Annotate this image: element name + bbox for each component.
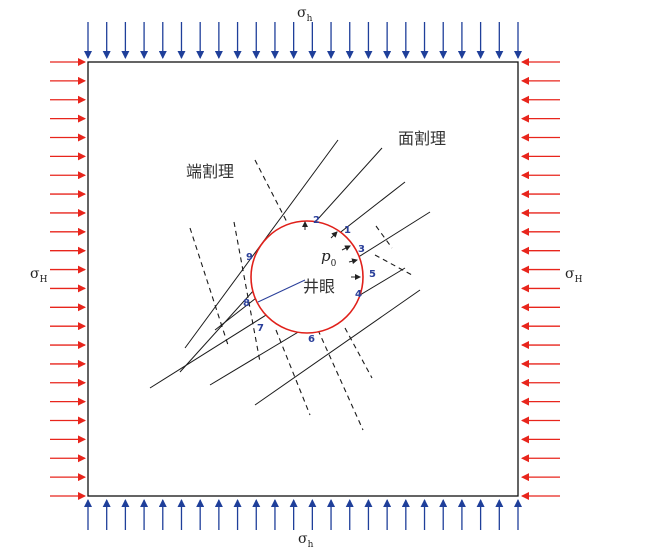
- crack-number-6: 6: [308, 334, 315, 345]
- butt-cleat-label: 端割理: [186, 162, 234, 181]
- sigma-h-bottom-arrows: [84, 499, 522, 530]
- sigma-H-right-label: σH: [565, 266, 583, 285]
- sigma-H-right-arrows: [521, 58, 560, 500]
- crack-number-7: 7: [257, 323, 264, 334]
- pressure-label: p0: [321, 247, 337, 269]
- crack-number-9: 9: [246, 252, 253, 263]
- crack-number-1: 1: [344, 225, 351, 236]
- boundary-square: [87, 61, 519, 497]
- butt-cleat-line: [374, 254, 413, 276]
- sigma-h-top-label: σh: [297, 5, 313, 24]
- butt-cleat-line: [275, 329, 311, 416]
- sigma-H-left-label: σH: [30, 266, 48, 285]
- sigma-H-left-arrows: [50, 58, 86, 500]
- butt-cleat-line: [344, 327, 373, 379]
- butt-cleat-line: [375, 225, 393, 249]
- radius-line: [257, 279, 306, 303]
- crack-number-3: 3: [358, 244, 365, 255]
- crack-number-2: 2: [313, 215, 320, 226]
- butt-cleat-line: [189, 227, 229, 346]
- butt-cleat-line: [254, 159, 291, 229]
- butt-cleat-line: [317, 329, 364, 431]
- pressure-arrows: [302, 221, 361, 280]
- face-cleat-label: 面割理: [398, 129, 446, 148]
- sigma-h-top-arrows: [84, 22, 522, 59]
- butt-cleat-line: [233, 221, 261, 363]
- butt-cleats: [189, 159, 413, 431]
- crack-number-5: 5: [369, 269, 376, 280]
- crack-number-4: 4: [355, 289, 362, 300]
- crack-number-8: 8: [243, 298, 250, 309]
- wellbore-label: 井眼: [303, 277, 335, 296]
- face-cleat-line: [254, 289, 421, 406]
- sigma-h-bottom-label: σh: [298, 531, 314, 550]
